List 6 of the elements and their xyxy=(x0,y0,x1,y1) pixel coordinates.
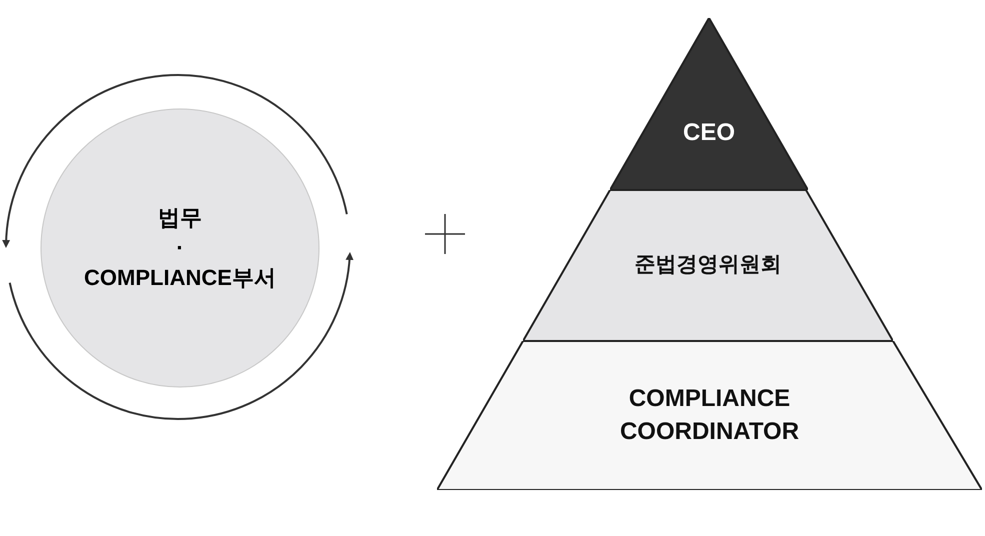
node-label: COMPLIANCE COORDINATOR xyxy=(618,384,800,446)
node-label: COMPLIANCE부서 xyxy=(84,264,276,292)
node-label: 준법경영위원회 xyxy=(634,252,782,278)
node-label: CEO xyxy=(682,118,735,148)
node-label: · xyxy=(176,234,184,262)
node-label: 법무 xyxy=(158,204,202,232)
